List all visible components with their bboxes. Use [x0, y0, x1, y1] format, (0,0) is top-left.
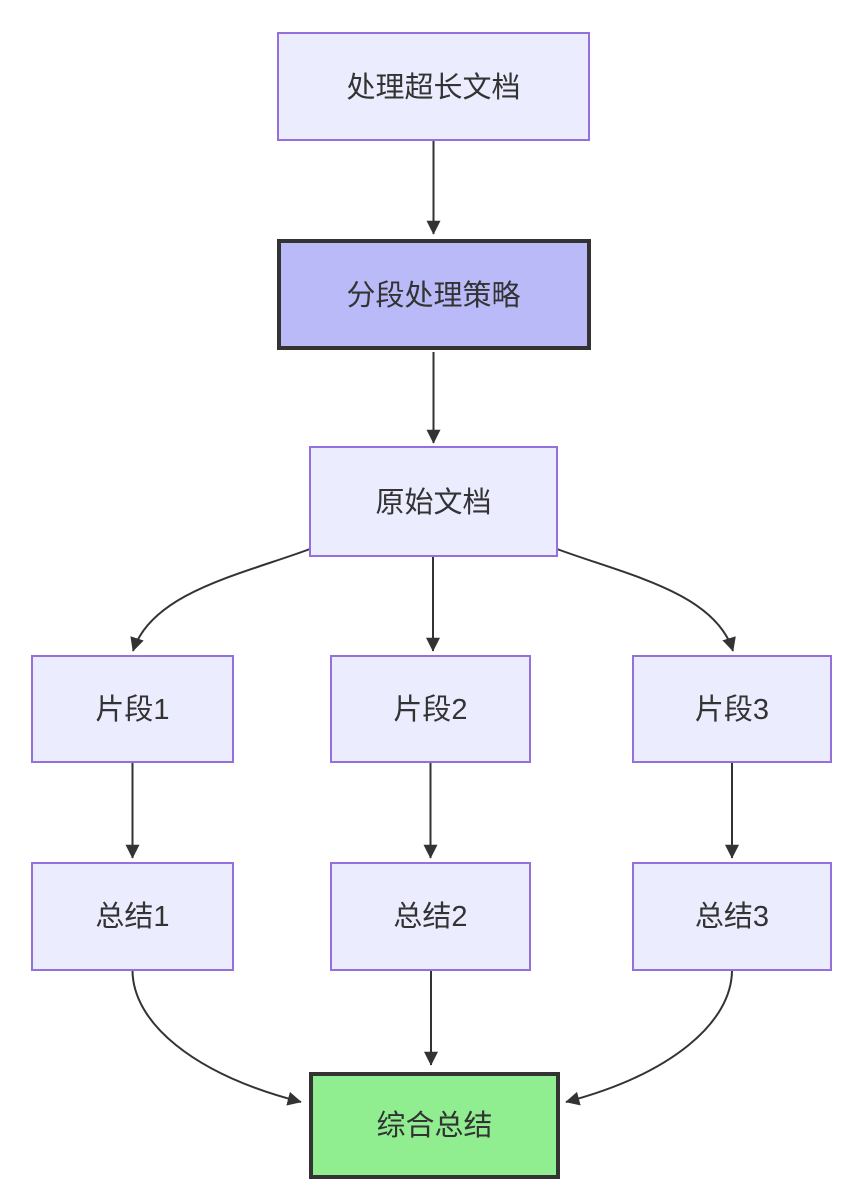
node-summary-2-label: 总结2: [393, 900, 467, 933]
edge-original-segment3: [556, 548, 736, 652]
node-segment-2-label: 片段2: [393, 693, 467, 726]
node-segment-2: 片段2: [330, 655, 531, 763]
edge-layer: [125, 140, 739, 1106]
node-segment-2-box: [330, 655, 531, 763]
node-segment-3-label: 片段3: [695, 693, 769, 726]
node-segment-1-label: 片段1: [95, 693, 169, 726]
edge-original-segment1: [130, 548, 311, 652]
node-original: 原始文档: [309, 446, 558, 557]
node-strategy-label: 分段处理策略: [346, 279, 520, 312]
node-doc-box: [277, 32, 590, 141]
node-strategy: 分段处理策略: [277, 239, 591, 350]
node-segment-1: 片段1: [31, 655, 234, 763]
node-summary-3-box: [632, 862, 832, 971]
node-segment-3-box: [632, 655, 832, 763]
node-final-label: 综合总结: [376, 1109, 492, 1142]
node-strategy-box: [277, 239, 591, 350]
node-summary-2-box: [330, 862, 531, 971]
node-doc: 处理超长文档: [277, 32, 590, 141]
node-summary-1-box: [31, 862, 234, 971]
node-summary-3-label: 总结3: [695, 900, 769, 933]
node-original-label: 原始文档: [375, 486, 491, 519]
node-final: 综合总结: [309, 1072, 560, 1179]
node-summary-1: 总结1: [31, 862, 234, 971]
node-doc-label: 处理超长文档: [346, 71, 520, 104]
node-segment-3: 片段3: [632, 655, 832, 763]
node-summary-2: 总结2: [330, 862, 531, 971]
node-summary-1-label: 总结1: [95, 900, 169, 933]
edge-summary3-final: [565, 969, 733, 1106]
edge-summary1-final: [131, 969, 302, 1106]
node-final-box: [309, 1072, 560, 1179]
node-segment-1-box: [31, 655, 234, 763]
node-original-box: [309, 446, 558, 557]
node-summary-3: 总结3: [632, 862, 832, 971]
